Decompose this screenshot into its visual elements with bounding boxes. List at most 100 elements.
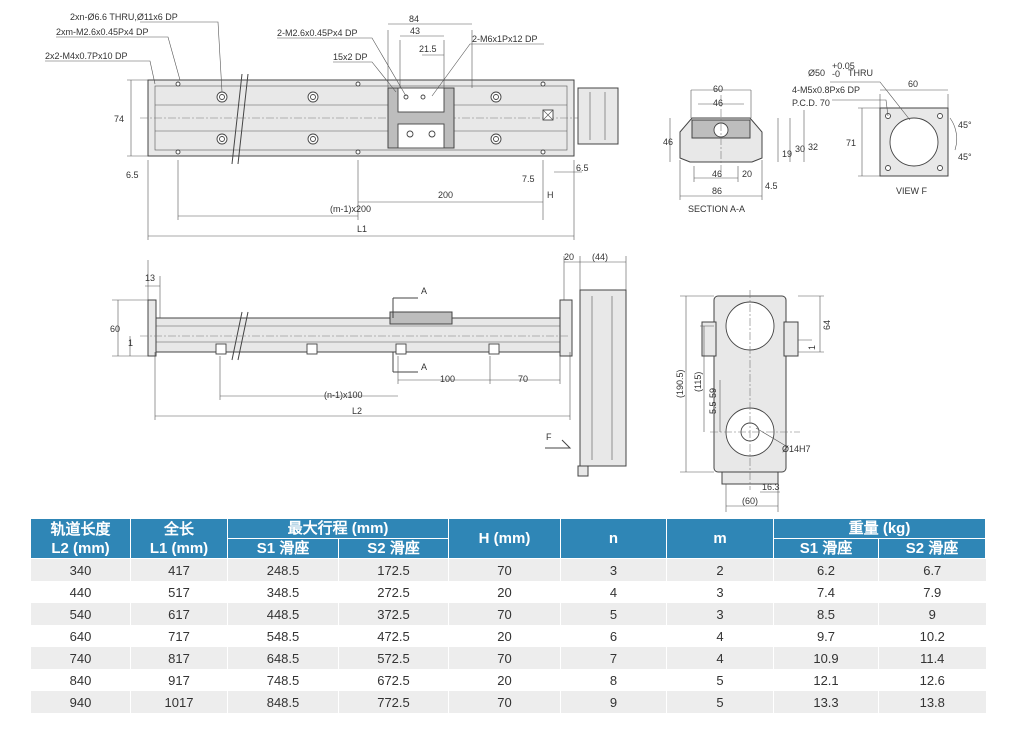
end-dim-5-5: 5.5: [708, 401, 718, 414]
table-cell: 10.2: [877, 625, 986, 647]
header-stroke-s1: S1 滑座: [227, 538, 339, 559]
header-n: n: [560, 518, 667, 559]
view-f-thru: THRU: [848, 68, 873, 78]
table-cell: 417: [130, 558, 228, 581]
table-cell: 440: [30, 581, 131, 603]
section-dim-60: 60: [713, 84, 723, 94]
callout-15x2-dp: 15x2 DP: [333, 52, 368, 62]
table-cell: 6.7: [877, 558, 986, 581]
spec-table: 轨道长度 L2 (mm) 全长 L1 (mm) 最大行程 (mm) H (mm)…: [30, 518, 987, 713]
table-cell: 840: [30, 669, 131, 691]
front-dim-1: 1: [128, 338, 133, 348]
table-cell: 7.9: [877, 581, 986, 603]
front-dim-60: 60: [110, 324, 120, 334]
table-cell: 5: [560, 603, 667, 625]
section-a-a-view: 60 46 46 19 30 32 46 20 86 4.5 SECTION A…: [663, 84, 818, 214]
view-marker-f: F: [546, 432, 552, 442]
table-cell: 2: [666, 558, 774, 581]
front-slider: [389, 311, 453, 325]
table-cell: 648.5: [227, 647, 339, 669]
table-cell: 9: [560, 691, 667, 713]
table-cell: 540: [30, 603, 131, 625]
table-cell: 172.5: [338, 558, 449, 581]
end-view: (190.5) (115) 5.5 59 64 1 Ø14H7 16.3 (60…: [675, 290, 832, 512]
table-cell: 13.8: [877, 691, 986, 713]
section-dim-20: 20: [742, 169, 752, 179]
table-cell: 9: [877, 603, 986, 625]
table-cell: 848.5: [227, 691, 339, 713]
table-cell: 4: [666, 647, 774, 669]
table-cell: 70: [448, 603, 561, 625]
front-dim-l2: L2: [352, 406, 362, 416]
table-cell: 772.5: [338, 691, 449, 713]
table-cell: 70: [448, 558, 561, 581]
front-dim-100: 100: [440, 374, 455, 384]
view-f-arrow: [545, 439, 572, 449]
table-cell: 672.5: [338, 669, 449, 691]
table-cell: 4: [560, 581, 667, 603]
table-cell: 70: [448, 647, 561, 669]
table-cell: 20: [448, 669, 561, 691]
view-f-pcd: P.C.D. 70: [792, 98, 830, 108]
table-cell: 272.5: [338, 581, 449, 603]
header-total-length: 全长 L1 (mm): [130, 518, 228, 559]
callout-slider-m2-6: 2-M2.6x0.45Px4 DP: [277, 28, 358, 38]
table-cell: 13.3: [773, 691, 879, 713]
header-rail-length: 轨道长度 L2 (mm): [30, 518, 131, 559]
table-cell: 917: [130, 669, 228, 691]
end-dim-60: (60): [742, 496, 758, 506]
header-weight-s1: S1 滑座: [773, 538, 879, 559]
section-dim-86: 86: [712, 186, 722, 196]
end-dim-115: (115): [693, 372, 703, 392]
view-f-angle-bottom: 45°: [958, 152, 972, 162]
section-dim-30: 30: [795, 144, 805, 154]
table-cell: 10.9: [773, 647, 879, 669]
table-cell: 20: [448, 581, 561, 603]
header-weight: 重量 (kg): [772, 518, 987, 539]
table-cell: 572.5: [338, 647, 449, 669]
table-cell: 372.5: [338, 603, 449, 625]
dim-h: H: [547, 190, 554, 200]
end-dim-64: 64: [822, 320, 832, 330]
dim-43: 43: [410, 26, 420, 36]
dim-200: 200: [438, 190, 453, 200]
dim-74: 74: [114, 114, 124, 124]
view-f-label: VIEW F: [896, 186, 928, 196]
technical-drawing: 2xn-Ø6.6 THRU,Ø11x6 DP 2xm-M2.6x0.45Px4 …: [45, 12, 972, 512]
section-dim-19: 19: [782, 149, 792, 159]
table-cell: 3: [560, 558, 667, 581]
table-cell: 1017: [130, 691, 228, 713]
front-dim-20: 20: [564, 252, 574, 262]
section-marker-a-top: A: [421, 286, 427, 296]
table-cell: 20: [448, 625, 561, 647]
table-cell: 348.5: [227, 581, 339, 603]
dim-6-5-left: 6.5: [126, 170, 139, 180]
view-f-dim-60: 60: [908, 79, 918, 89]
header-h: H (mm): [448, 518, 561, 559]
view-f-bore-tol-lower: -0: [832, 69, 840, 79]
table-cell: 5: [666, 691, 774, 713]
end-dim-190-5: (190.5): [675, 369, 685, 398]
view-f-bore: Ø50: [808, 68, 825, 78]
callout-m4-holes: 2x2-M4x0.7Px10 DP: [45, 51, 128, 61]
table-cell: 640: [30, 625, 131, 647]
end-bore-o14h7: Ø14H7: [782, 444, 811, 454]
end-dim-1: 1: [807, 345, 817, 350]
front-dim-70: 70: [518, 374, 528, 384]
table-cell: 6.2: [773, 558, 879, 581]
header-max-stroke: 最大行程 (mm): [227, 518, 449, 539]
dim-21-5: 21.5: [419, 44, 437, 54]
table-cell: 748.5: [227, 669, 339, 691]
view-f-tapped-holes: 4-M5x0.8Px6 DP: [792, 85, 860, 95]
table-cell: 12.6: [877, 669, 986, 691]
table-cell: 740: [30, 647, 131, 669]
table-cell: 7: [560, 647, 667, 669]
front-dim-13: 13: [145, 273, 155, 283]
dim-6-5-right: 6.5: [576, 163, 589, 173]
header-m: m: [666, 518, 774, 559]
callout-thru-holes: 2xn-Ø6.6 THRU,Ø11x6 DP: [70, 12, 178, 22]
